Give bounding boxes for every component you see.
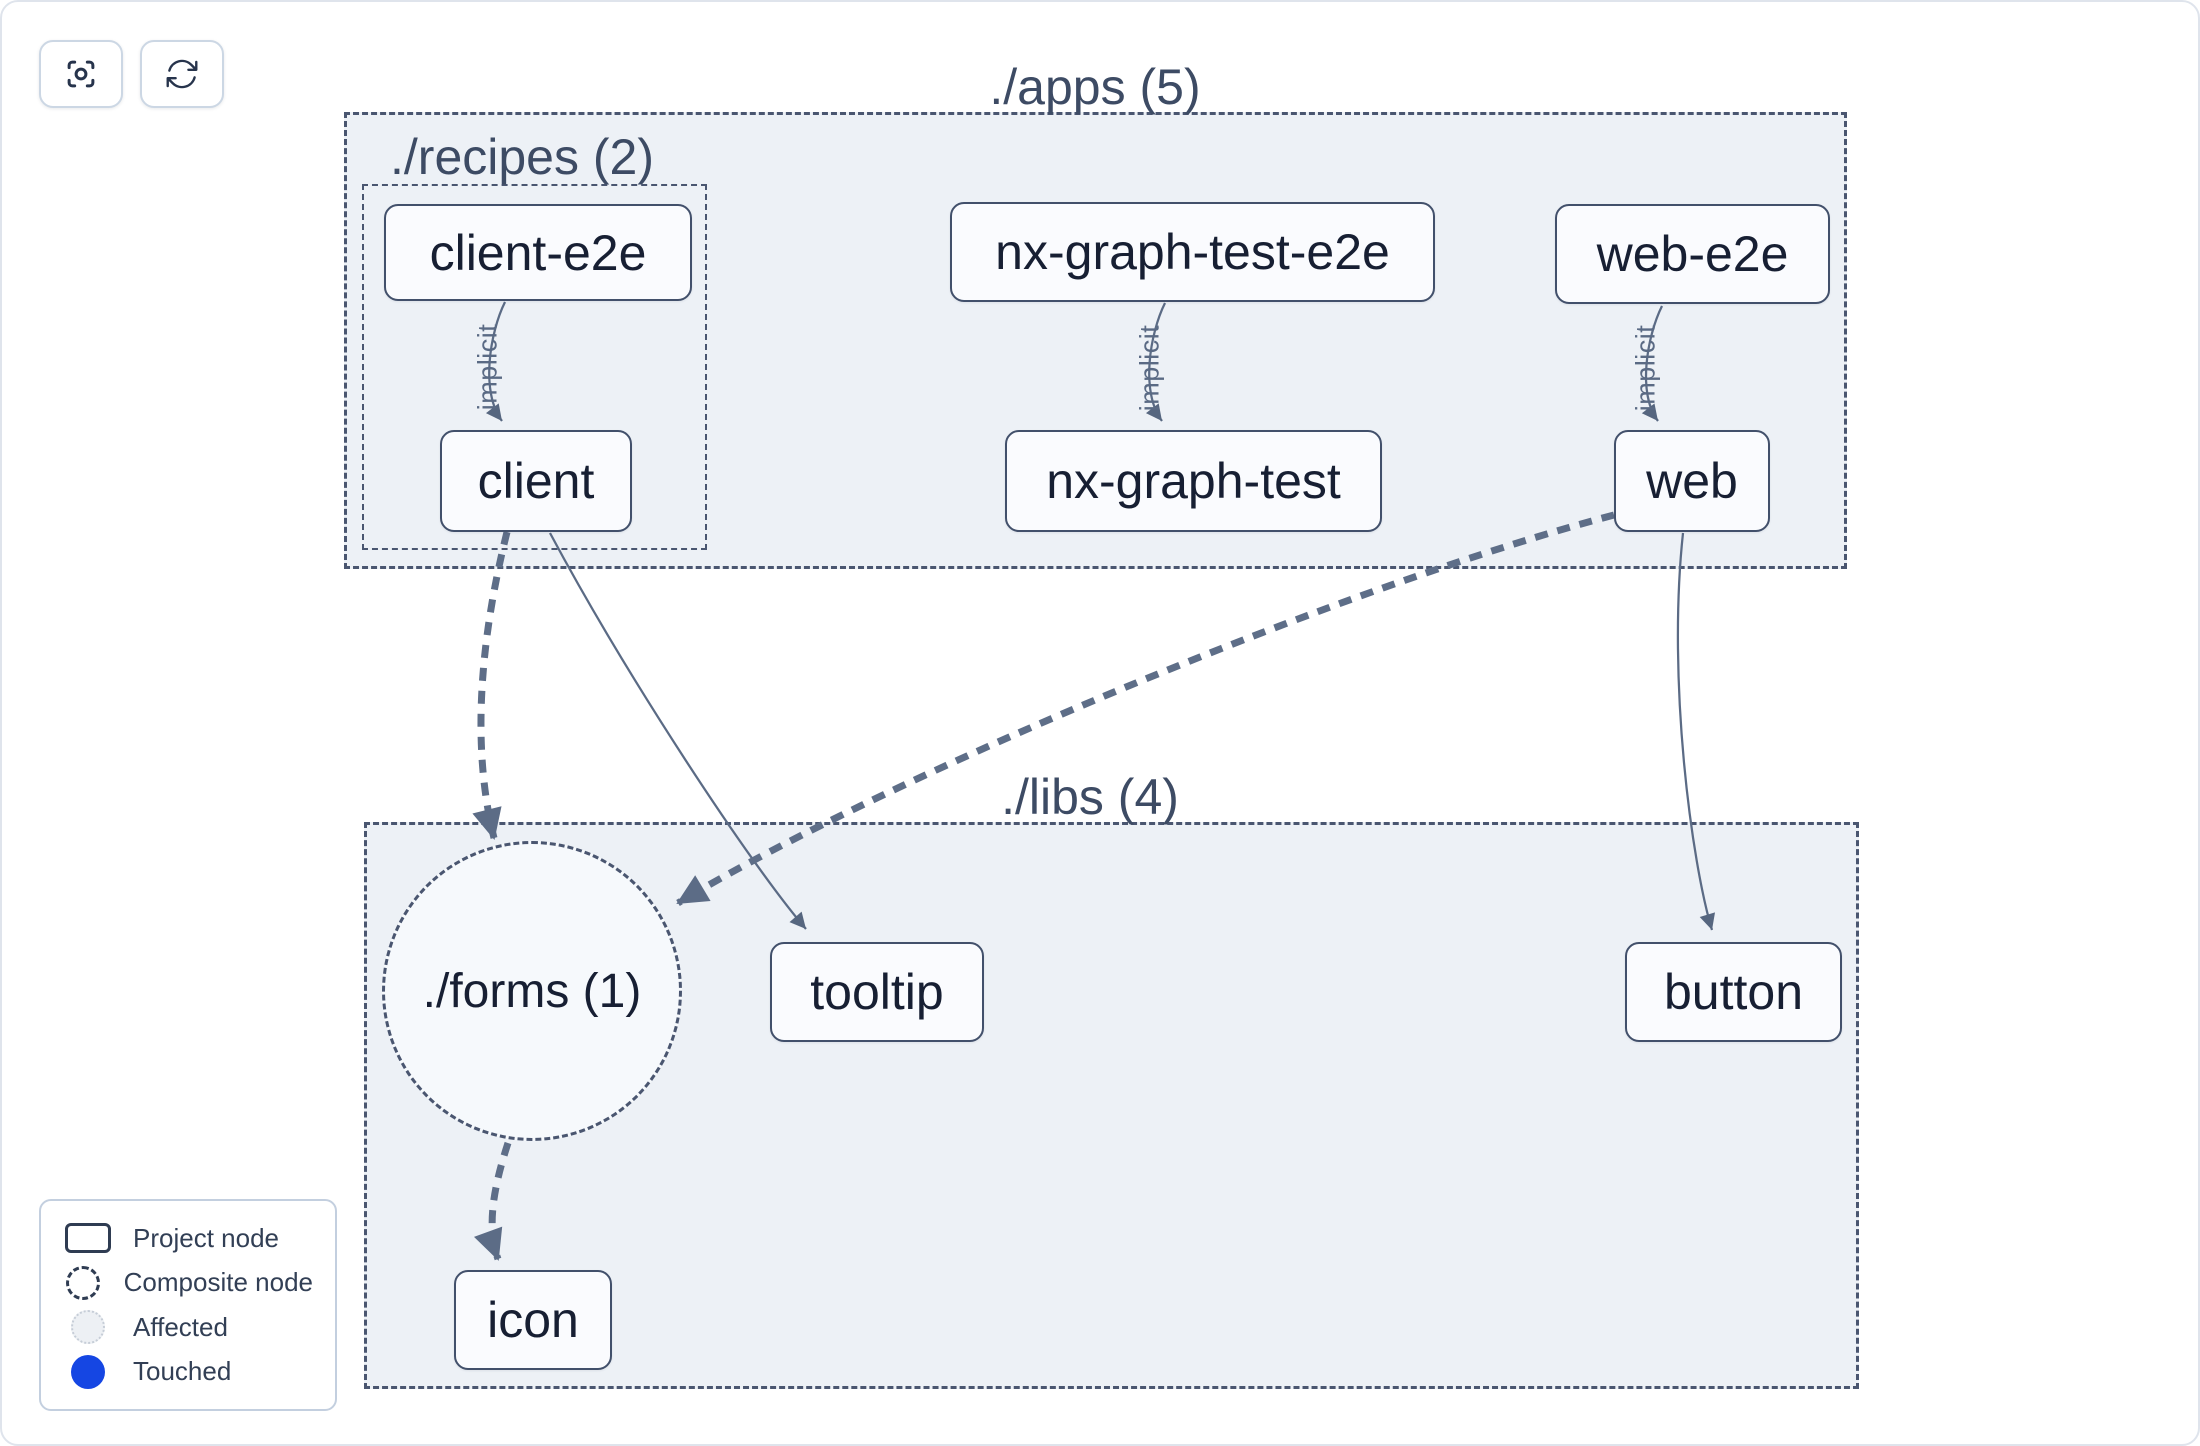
node-icon[interactable]: icon	[454, 1270, 612, 1370]
node-button-label: button	[1663, 964, 1803, 1020]
legend-row-touched: Touched	[63, 1351, 313, 1393]
node-nx-graph-test[interactable]: nx-graph-test	[1005, 430, 1382, 532]
edge-client-to-forms[interactable]	[472, 531, 511, 840]
composite-node-forms-label: ./forms (1)	[422, 964, 642, 1018]
node-tooltip[interactable]: tooltip	[770, 942, 984, 1042]
legend-row-project-node: Project node	[63, 1217, 313, 1259]
project-node-swatch	[65, 1223, 111, 1253]
affected-swatch	[71, 1310, 105, 1345]
focus-icon	[62, 55, 100, 93]
legend-label-composite-node: Composite node	[123, 1267, 313, 1298]
node-button[interactable]: button	[1625, 942, 1842, 1042]
composite-node-forms[interactable]: ./forms (1)	[382, 841, 682, 1141]
node-icon-label: icon	[487, 1292, 579, 1348]
edge-label-implicit-2: implicit	[1134, 324, 1165, 412]
node-nx-graph-test-e2e-label: nx-graph-test-e2e	[995, 224, 1390, 280]
node-web-e2e-label: web-e2e	[1596, 226, 1789, 282]
edge-web-to-button[interactable]	[1676, 532, 1716, 931]
edge-client-to-tooltip[interactable]	[549, 532, 807, 930]
group-label-recipes: ./recipes (2)	[390, 129, 654, 185]
edge-label-implicit-3: implicit	[1630, 324, 1661, 412]
node-client-e2e[interactable]: client-e2e	[384, 204, 692, 301]
node-nx-graph-test-label: nx-graph-test	[1046, 453, 1341, 509]
group-label-apps: ./apps (5)	[989, 59, 1201, 115]
node-web-label: web	[1646, 453, 1738, 509]
node-client[interactable]: client	[440, 430, 632, 532]
node-web-e2e[interactable]: web-e2e	[1555, 204, 1830, 304]
group-recipes	[362, 184, 707, 550]
refresh-icon	[163, 55, 201, 93]
legend-label-project-node: Project node	[133, 1222, 279, 1253]
edge-label-implicit-1: implicit	[472, 323, 503, 411]
focus-button[interactable]	[39, 40, 123, 108]
legend-row-composite-node: Composite node	[63, 1262, 313, 1304]
node-nx-graph-test-e2e[interactable]: nx-graph-test-e2e	[950, 202, 1435, 302]
node-web[interactable]: web	[1614, 430, 1770, 532]
refresh-button[interactable]	[140, 40, 224, 108]
node-client-e2e-label: client-e2e	[429, 224, 647, 281]
composite-node-swatch	[66, 1265, 101, 1300]
legend-row-affected: Affected	[63, 1306, 313, 1348]
touched-swatch	[71, 1354, 105, 1389]
node-client-label: client	[477, 453, 595, 509]
edge-web-to-forms[interactable]	[676, 511, 1615, 907]
legend-label-affected: Affected	[133, 1311, 228, 1342]
legend-label-touched: Touched	[133, 1356, 232, 1387]
group-label-libs: ./libs (4)	[1001, 769, 1179, 825]
legend: Project node Composite node Affected Tou…	[39, 1199, 337, 1411]
edge-web-e2e-to-web[interactable]	[1641, 305, 1664, 422]
node-tooltip-label: tooltip	[810, 964, 944, 1020]
edge-nx-graph-test-e2e-to-nx-graph-test[interactable]	[1145, 302, 1167, 422]
edge-client-e2e-to-client[interactable]	[485, 301, 507, 422]
